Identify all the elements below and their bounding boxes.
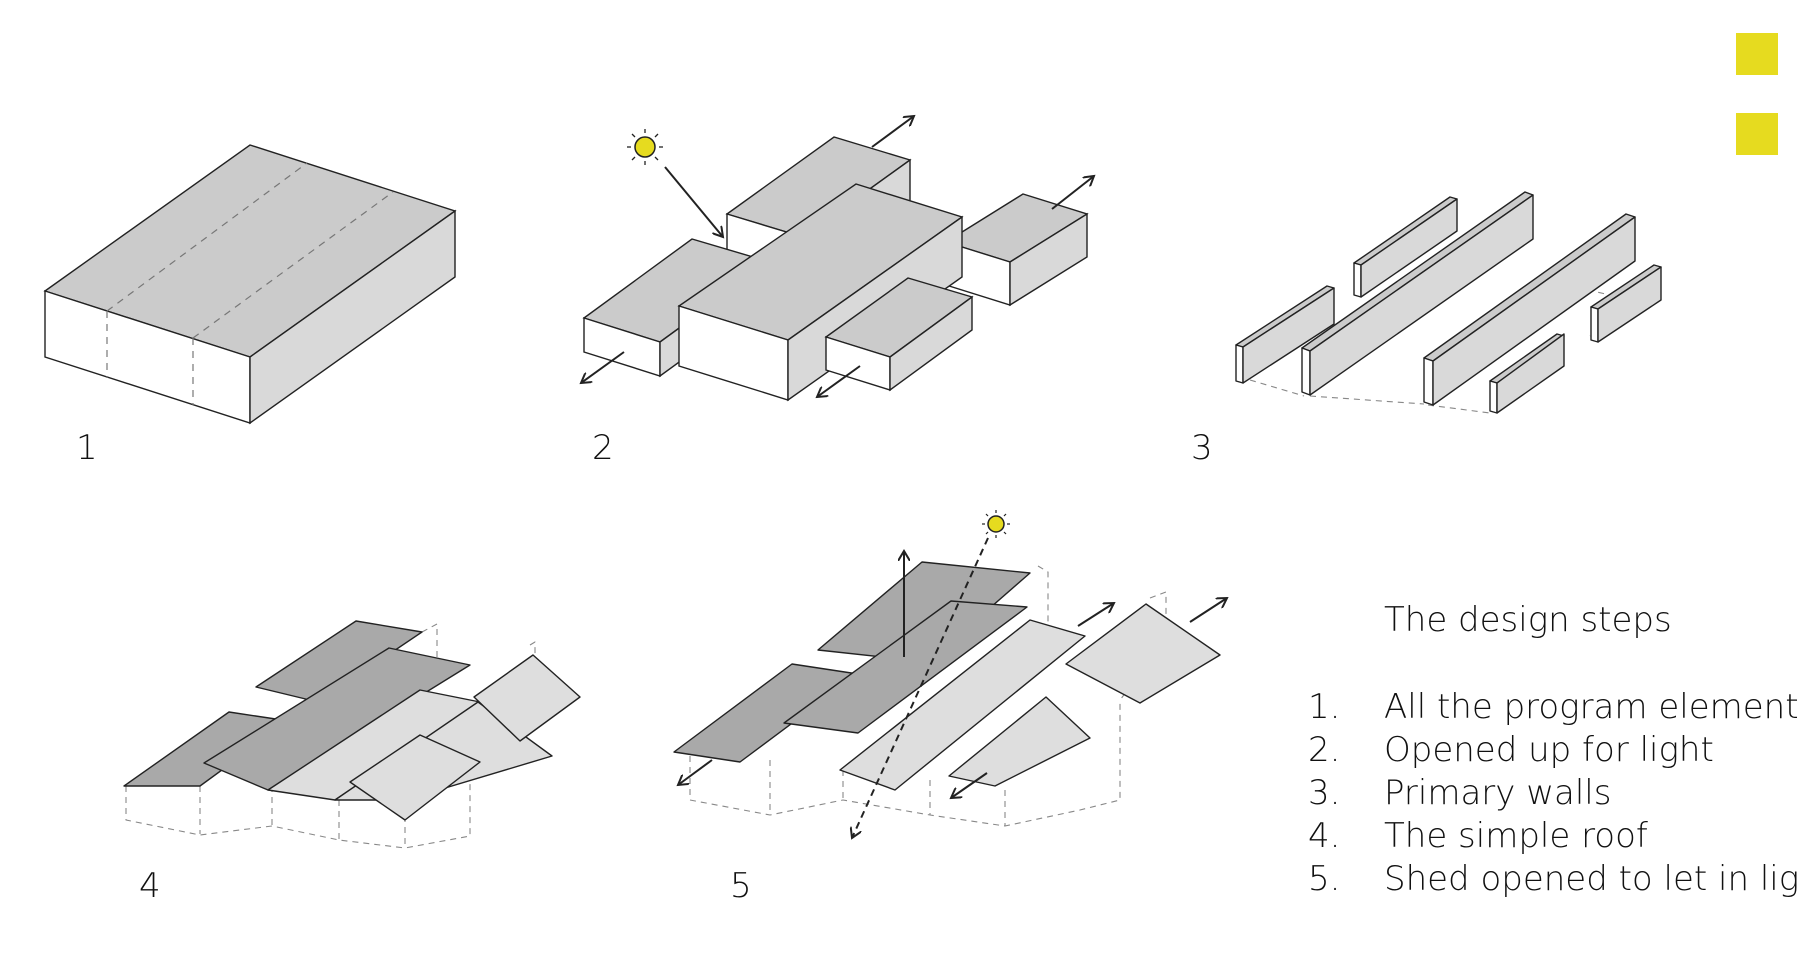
push-arrow bbox=[1051, 176, 1094, 210]
simple-roof-icon bbox=[123, 620, 581, 849]
legend-item-number: 1. bbox=[1308, 687, 1341, 727]
push-arrow bbox=[817, 365, 861, 397]
split-volumes-icon bbox=[581, 116, 1094, 402]
push-arrow bbox=[871, 116, 914, 148]
legend-item: 5. Shed opened to let in light. bbox=[1308, 858, 1800, 901]
legend-item-number: 4. bbox=[1308, 816, 1341, 856]
shed-roof-light-icon bbox=[673, 510, 1227, 838]
step-number-2: 2 bbox=[592, 428, 614, 468]
sun-icon bbox=[627, 129, 663, 165]
sun-icon bbox=[982, 510, 1010, 538]
legend-item: 1. All the program elements bbox=[1308, 686, 1800, 729]
legend-item: 3. Primary walls bbox=[1308, 772, 1800, 815]
legend-list: 1. All the program elements 2. Opened up f… bbox=[1308, 686, 1800, 901]
legend-item-text: Primary walls bbox=[1384, 773, 1612, 813]
step-number-5: 5 bbox=[730, 866, 752, 906]
step-number-4: 4 bbox=[139, 866, 161, 906]
push-arrow bbox=[678, 759, 713, 785]
legend-item-text: Shed opened to let in light. bbox=[1384, 859, 1800, 899]
push-arrow bbox=[1077, 603, 1114, 627]
primary-walls-icon bbox=[1235, 191, 1662, 414]
massing-block-icon bbox=[43, 144, 457, 425]
legend-item: 4. The simple roof bbox=[1308, 815, 1800, 858]
push-arrow bbox=[1189, 598, 1227, 623]
legend-item: 2. Opened up for light bbox=[1308, 729, 1800, 772]
legend-title: The design steps bbox=[1384, 600, 1672, 640]
legend-item-text: The simple roof bbox=[1384, 816, 1648, 856]
legend-item-number: 5. bbox=[1308, 859, 1341, 899]
accent-square-top bbox=[1736, 33, 1778, 75]
light-ray-arrow bbox=[664, 166, 723, 237]
push-arrow bbox=[951, 772, 988, 798]
legend-item-text: Opened up for light bbox=[1384, 730, 1714, 770]
step-number-3: 3 bbox=[1191, 428, 1213, 468]
push-arrow bbox=[581, 351, 625, 383]
legend-item-number: 2. bbox=[1308, 730, 1341, 770]
legend-item-number: 3. bbox=[1308, 773, 1341, 813]
step-number-1: 1 bbox=[76, 428, 98, 468]
light-ray-arrow bbox=[852, 537, 989, 838]
legend-item-text: All the program elements bbox=[1384, 687, 1800, 727]
accent-square-bottom bbox=[1736, 113, 1778, 155]
